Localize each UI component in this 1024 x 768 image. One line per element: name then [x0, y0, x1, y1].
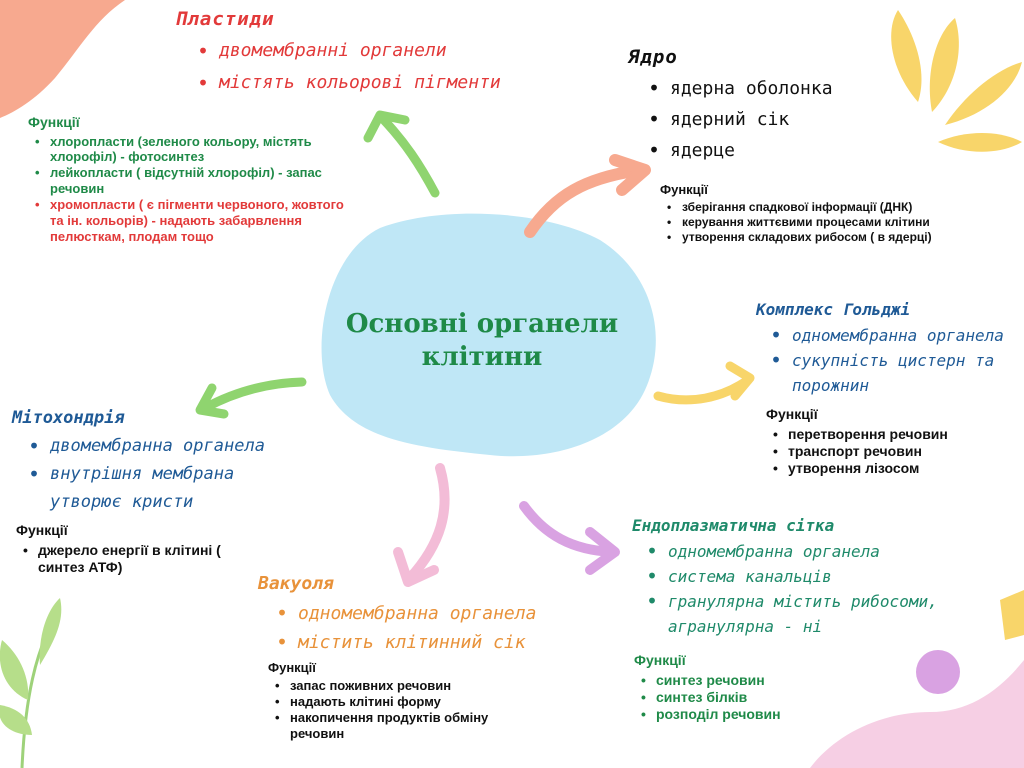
mitochondria-function-item: джерело енергії в клітині ( синтез АТФ)	[16, 542, 246, 576]
arrow-to-er	[519, 501, 620, 575]
nucleus-bullets: ядерна оболонка ядерний сік ядерце	[644, 73, 928, 166]
vacuole-function-item: запас поживних речовин	[268, 678, 528, 694]
plastids-function-item: хромопласти ( є пігменти червоного, жовт…	[28, 197, 348, 245]
plastids-bullet: двомембранні органели	[193, 35, 555, 67]
mitochondria-bullets: двомембранна органела внутрішня мембрана…	[24, 432, 302, 516]
vacuole-title: Вакуоля	[258, 573, 334, 594]
vacuole-functions-list: запас поживних речовин надають клітині ф…	[268, 678, 528, 741]
golgi-title: Комплекс Гольджі	[756, 300, 911, 319]
golgi-bullets: одномембранна органела сукупність цистер…	[766, 323, 1018, 398]
er-title: Ендоплазматична сітка	[632, 516, 835, 535]
mitochondria-bullet: двомембранна органела	[24, 432, 302, 460]
center-title: Основні органели клітини	[345, 309, 619, 372]
nucleus-function-item: утворення складових рибосом ( в ядерці)	[660, 230, 960, 245]
golgi-function-item: транспорт речовин	[766, 443, 1016, 460]
golgi-function-item: перетворення речовин	[766, 426, 1016, 443]
nucleus-function-item: зберігання спадкової інформації (ДНК)	[660, 200, 960, 215]
vacuole-functions: Функції запас поживних речовин надають к…	[268, 660, 528, 742]
nucleus-functions: Функції зберігання спадкової інформації …	[660, 182, 960, 244]
vacuole-functions-title: Функції	[268, 660, 316, 675]
vacuole-function-item: надають клітині форму	[268, 694, 528, 710]
mitochondria-title: Мітохондрія	[12, 408, 125, 428]
corner-blob-top-left	[0, 0, 125, 118]
golgi-bullet: сукупність цистерн та порожнин	[766, 348, 1018, 398]
green-leaves-decoration	[0, 598, 62, 768]
nucleus-bullet: ядерце	[644, 135, 928, 166]
golgi-bullet: одномембранна органела	[766, 323, 1018, 348]
er-bullet: гранулярна містить рибосоми, агранулярна…	[642, 589, 962, 639]
corner-blob-bottom-right	[810, 660, 1024, 768]
vacuole-bullet: одномембранна органела	[272, 599, 598, 628]
arrow-to-golgi	[653, 361, 755, 405]
er-bullets: одномембранна органела система канальців…	[642, 539, 962, 639]
nucleus-bullet: ядерна оболонка	[644, 73, 928, 104]
arrow-to-vacuole	[393, 463, 450, 587]
vacuole-function-item: накопичення продуктів обміну речовин	[268, 710, 528, 742]
er-functions: Функції синтез речовин синтез білків роз…	[634, 652, 884, 723]
nucleus-functions-title: Функції	[660, 182, 708, 197]
plastids-functions-title: Функції	[28, 114, 80, 130]
plastids-title: Пластиди	[175, 8, 275, 30]
nucleus-title: Ядро	[628, 46, 678, 68]
plastids-function-item: лейкопласти ( відсутній хлорофіл) - запа…	[28, 165, 348, 197]
mitochondria-bullet: внутрішня мембрана утворює кристи	[24, 460, 302, 516]
arrow-to-nucleus	[524, 154, 651, 238]
mitochondria-functions: Функції джерело енергії в клітині ( синт…	[16, 522, 246, 576]
er-bullet: система канальців	[642, 564, 962, 589]
plastids-functions-list: хлоропласти (зеленого кольору, містять х…	[28, 134, 348, 245]
er-functions-title: Функції	[634, 652, 686, 668]
mitochondria-functions-list: джерело енергії в клітині ( синтез АТФ)	[16, 542, 246, 576]
nucleus-functions-list: зберігання спадкової інформації (ДНК) ке…	[660, 200, 960, 244]
vacuole-block: Вакуоля одномембранна органела містить к…	[258, 573, 598, 657]
er-function-item: синтез речовин	[634, 672, 884, 689]
plastids-block: Пластиди двомембранні органели містять к…	[175, 8, 555, 99]
plastids-function-item: хлоропласти (зеленого кольору, містять х…	[28, 134, 348, 166]
nucleus-block: Ядро ядерна оболонка ядерний сік ядерце	[628, 46, 928, 166]
mitochondria-functions-title: Функції	[16, 522, 68, 538]
yellow-leaves-decoration	[891, 10, 1022, 152]
nucleus-bullet: ядерний сік	[644, 104, 928, 135]
mitochondria-block: Мітохондрія двомембранна органела внутрі…	[12, 408, 302, 516]
stripe-bottom-right	[1000, 590, 1024, 640]
golgi-functions-list: перетворення речовин транспорт речовин у…	[766, 426, 1016, 477]
golgi-functions: Функції перетворення речовин транспорт р…	[766, 406, 1016, 477]
nucleus-function-item: керування життєвими процесами клітини	[660, 215, 960, 230]
arrow-to-mitochondria	[195, 377, 307, 419]
purple-dot-decoration	[916, 650, 960, 694]
plastids-functions: Функції хлоропласти (зеленого кольору, м…	[28, 114, 348, 245]
center-blob	[321, 213, 656, 457]
golgi-function-item: утворення лізосом	[766, 460, 1016, 477]
golgi-block: Комплекс Гольджі одномембранна органела …	[756, 300, 1018, 398]
vacuole-bullets: одномембранна органела містить клітинний…	[272, 599, 598, 657]
golgi-functions-title: Функції	[766, 406, 818, 422]
plastids-bullet: містять кольорові пігменти	[193, 67, 555, 99]
arrow-to-plastids	[363, 110, 440, 198]
er-block: Ендоплазматична сітка одномембранна орга…	[632, 516, 962, 639]
er-function-item: синтез білків	[634, 689, 884, 706]
vacuole-bullet: містить клітинний сік	[272, 628, 598, 657]
er-functions-list: синтез речовин синтез білків розподіл ре…	[634, 672, 884, 723]
er-function-item: розподіл речовин	[634, 706, 884, 723]
plastids-bullets: двомембранні органели містять кольорові …	[193, 35, 555, 99]
er-bullet: одномембранна органела	[642, 539, 962, 564]
